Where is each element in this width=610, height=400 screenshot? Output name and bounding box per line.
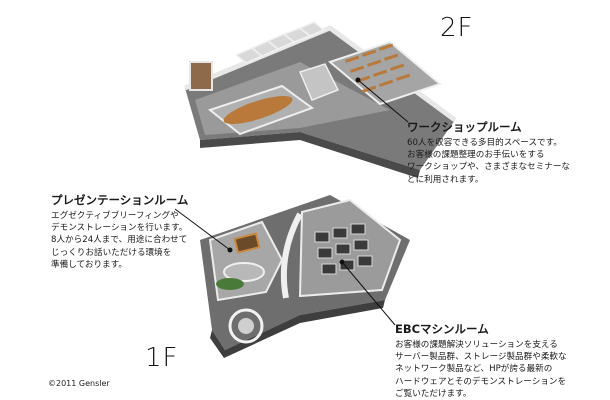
side-room-2f: [298, 63, 340, 101]
conference-table-2f: [223, 95, 293, 125]
presentation-stage-1f: [216, 278, 244, 290]
leader-presentation-dot: [227, 247, 233, 253]
office-cells-2f: [234, 21, 326, 64]
server-racks-1f: [314, 223, 373, 275]
presentation-seating-1f: [223, 262, 265, 282]
floor-1f-slab-edge: [210, 300, 385, 358]
callout-workshop-title: ワークショップルーム: [407, 120, 522, 134]
floor-2f-slab-edge: [200, 132, 420, 178]
leader-workshop: [357, 79, 409, 123]
floor-label-1f: 1F: [145, 343, 179, 373]
callout-ebc-title: EBCマシンルーム: [395, 322, 489, 336]
round-table-1f: [238, 318, 254, 334]
callout-presentation-body: エグゼクティブブリーフィングや デモンストレーションを行います。 8人から24人…: [51, 211, 188, 270]
round-lobby-1f: [228, 308, 264, 344]
leader-ebc: [341, 261, 396, 326]
callout-leaders: [174, 77, 409, 326]
callout-workshop-body: 60人を収容できる多目的スペースです。 お客様の課題整理のお手伝いをする ワーク…: [407, 138, 571, 185]
callout-ebc-body: お客様の課題解決ソリューションを支える サーバー製品群、ストレージ製品群や柔軟な…: [395, 340, 567, 399]
leader-workshop-dot: [355, 77, 361, 83]
leader-ebc-dot: [339, 259, 345, 265]
floor-label-2f: 2F: [440, 13, 474, 43]
floor-plan-2f: [184, 21, 457, 178]
presentation-screen-1f: [233, 232, 261, 254]
curved-wall-1f: [280, 212, 303, 299]
callout-workshop: ワークショップルーム 60人を収容できる多目的スペースです。 お客様の課題整理の…: [407, 120, 607, 186]
left-room-2f: [189, 61, 213, 91]
callout-presentation-title: プレゼンテーションルーム: [51, 193, 189, 207]
copyright-notice: ©2011 Gensler: [48, 379, 110, 388]
leader-presentation: [174, 208, 231, 251]
callout-ebc: EBCマシンルーム お客様の課題解決ソリューションを支える サーバー製品群、スト…: [395, 322, 605, 400]
floor-plan-1f: [200, 195, 410, 358]
callout-presentation: プレゼンテーションルーム エグゼクティブブリーフィングや デモンストレーションを…: [51, 193, 211, 271]
